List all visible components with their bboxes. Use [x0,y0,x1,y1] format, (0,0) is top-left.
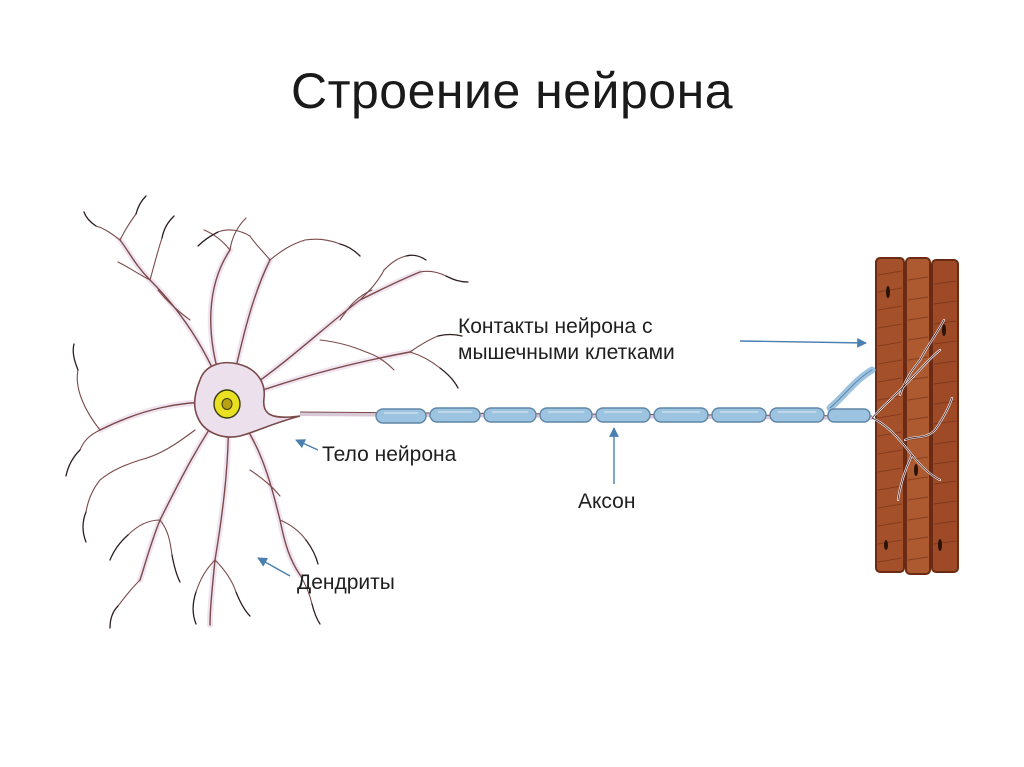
label-neuron-body: Тело нейрона [322,443,457,466]
label-neuron-muscle-contacts: Контакты нейрона с мышечными клетками [458,315,675,364]
label-dendrites: Дендриты [297,571,395,594]
muscle-fibers [826,257,959,575]
axon [299,407,873,424]
soma [193,361,301,438]
slide-title: Строение нейрона [290,63,734,119]
dendrites-arrow [257,557,291,577]
label-axon: Аксон [578,490,636,513]
body-arrow [295,439,319,451]
pointer-arrows [257,337,867,577]
contacts-arrow [739,337,867,348]
